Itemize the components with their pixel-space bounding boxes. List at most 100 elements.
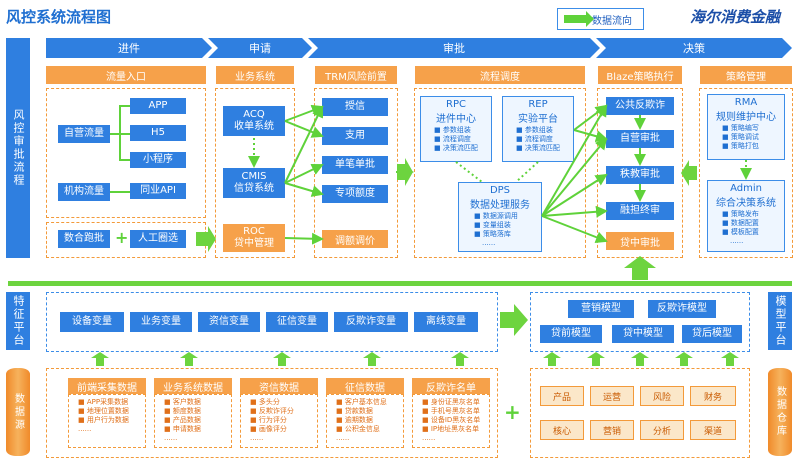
dps-item-4: ...... — [482, 239, 496, 247]
acq-node: ACQ 收单系统 — [223, 106, 285, 136]
model-antifraud: 反欺诈模型 — [648, 300, 716, 318]
source-title: 前端采集数据 — [68, 378, 146, 394]
wh-channel: 渠道 — [690, 420, 736, 440]
trm-single: 单笔单批 — [322, 156, 388, 174]
edge-cmis-special — [284, 182, 324, 197]
source-item: ■ 用户行为数据 — [78, 416, 129, 424]
self-traffic: 自营流量 — [58, 125, 110, 143]
source-item: ■ 额度数据 — [164, 407, 201, 415]
model-marketing: 营销模型 — [568, 300, 634, 318]
policy-box — [699, 88, 793, 258]
trm-draw: 支用 — [322, 127, 388, 145]
feature-device: 设备变量 — [60, 312, 124, 332]
source-title: 资信数据 — [240, 378, 318, 394]
dps-node: DPS 数据处理服务 — [458, 182, 542, 252]
blaze-antifraud: 公共反欺诈 — [606, 97, 674, 115]
arrow-up-data — [631, 352, 649, 366]
roc-node: ROC 贷中管理 — [223, 224, 285, 252]
source-item: ...... — [78, 425, 92, 433]
stage-application: 申请 — [208, 38, 312, 58]
admin-item-4: ...... — [730, 237, 744, 245]
side-label-datasource: 数据源 — [6, 368, 30, 456]
admin-node: Admin 综合决策系统 — [707, 180, 785, 252]
admin-title: Admin — [730, 183, 762, 194]
source-item: ■ 行为评分 — [250, 416, 287, 424]
legend-label: 数据流向 — [592, 15, 632, 27]
manual-selection: 人工圈选 — [130, 230, 186, 248]
rpc-subtitle: 进件中心 — [436, 114, 476, 125]
model-pre-loan: 贷前模型 — [540, 325, 602, 343]
rep-subtitle: 实验平台 — [518, 114, 558, 125]
arrow-up-data — [721, 352, 739, 366]
feature-antifraud: 反欺诈变量 — [334, 312, 408, 332]
source-item: ■ 贷款数据 — [336, 407, 373, 415]
edge-rep-dps — [515, 161, 539, 183]
acq-subtitle: 收单系统 — [234, 121, 274, 132]
arrow-batch-roc — [196, 226, 216, 252]
trm-credit: 授信 — [322, 98, 388, 116]
rma-title: RMA — [734, 97, 758, 108]
wh-finance: 财务 — [690, 386, 736, 406]
cmis-title: CMIS — [241, 171, 267, 182]
roc-title: ROC — [243, 226, 265, 237]
edge-cmis-credit — [284, 105, 324, 184]
source-item: ■ 手机号黑灰名单 — [422, 407, 480, 415]
source-item: ■ 申请数据 — [164, 425, 201, 433]
rep-node: REP 实验平台 — [502, 96, 574, 162]
section-business-system: 业务系统 — [216, 66, 294, 84]
cmis-node: CMIS 信贷系统 — [223, 168, 285, 198]
source-item: ■ IP地址黑灰名单 — [422, 425, 480, 433]
rpc-item-3: ■ 决策流匹配 — [434, 144, 478, 152]
edge-dps-antifraud — [541, 104, 608, 217]
feature-business: 业务变量 — [130, 312, 192, 332]
model-box — [530, 292, 750, 352]
section-trm: TRM风险前置 — [315, 66, 397, 84]
rma-subtitle: 规则维护中心 — [716, 112, 776, 123]
side-label-flow: 风控审批流程 — [6, 38, 30, 258]
side-label-warehouse: 数据仓库 — [768, 368, 792, 456]
brand-script: 海尔 — [690, 8, 721, 26]
arrow-up-data — [451, 352, 469, 366]
edge-dps-inloan — [541, 215, 608, 243]
edge-rep-self — [573, 129, 608, 143]
sched-box — [414, 88, 586, 258]
edge-acq-draw — [284, 120, 324, 138]
stage-decision: 决策 — [596, 38, 792, 58]
edge-dps-qinjiao — [541, 173, 608, 217]
arrow-up-blaze — [624, 256, 656, 280]
source-item: ■ APP采集数据 — [78, 398, 129, 406]
dps-subtitle: 数据处理服务 — [470, 200, 530, 211]
dps-title: DPS — [489, 185, 511, 196]
rpc-item-2: ■ 流程调度 — [434, 135, 471, 143]
source-title: 反欺诈名单 — [412, 378, 490, 394]
feature-credit-report: 征信变量 — [266, 312, 328, 332]
brand-rest: 消费金融 — [720, 8, 781, 26]
roc-subtitle: 贷中管理 — [234, 238, 274, 249]
stage-apply-in: 进件 — [46, 38, 212, 58]
stage-approval: 审批 — [308, 38, 600, 58]
source-title: 征信数据 — [326, 378, 404, 394]
joint-batch: 数合跑批 — [58, 230, 110, 248]
dps-item-1: ■ 数据源调用 — [474, 212, 518, 220]
wh-analysis: 分析 — [640, 420, 684, 440]
rpc-title: RPC — [446, 99, 466, 110]
arrow-up-data — [91, 352, 109, 366]
admin-item-3: ■ 模板配置 — [722, 228, 759, 236]
rma-node: RMA 规则维护中心 — [707, 94, 785, 160]
blaze-qinjiao-approval: 秩教审批 — [606, 166, 674, 184]
dps-item-3: ■ 策略落库 — [474, 230, 511, 238]
acq-title: ACQ — [243, 109, 265, 120]
admin-subtitle: 综合决策系统 — [716, 198, 776, 209]
rpc-node: RPC 进件中心 — [420, 96, 492, 162]
model-in-loan: 贷中模型 — [612, 325, 674, 343]
warehouse-box — [530, 368, 750, 458]
wh-core: 核心 — [540, 420, 584, 440]
edge-self-app — [110, 105, 130, 135]
source-item: ■ 画像评分 — [250, 425, 287, 433]
source-item: ■ 身份证黑灰名单 — [422, 398, 480, 406]
arrow-up-data — [543, 352, 561, 366]
source-item: ...... — [164, 434, 178, 442]
admin-item-1: ■ 策略发布 — [722, 210, 759, 218]
